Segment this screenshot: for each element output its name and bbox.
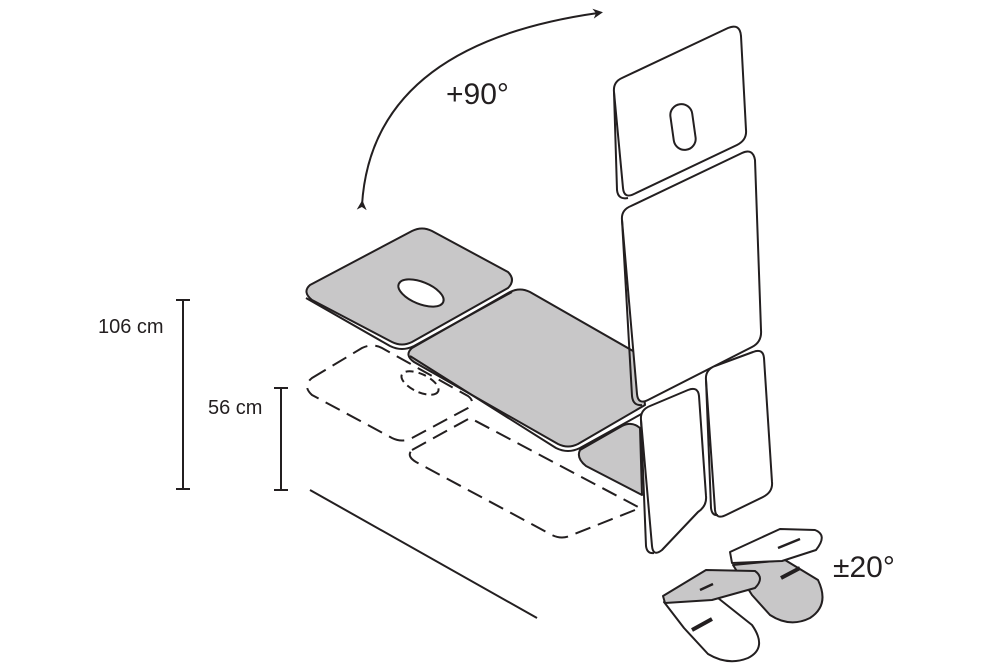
- lowered-face-hole-outline: [400, 370, 440, 396]
- lowered-head-section-outline: [306, 344, 473, 442]
- lowered-body-section-outline: [408, 417, 641, 539]
- upright-back-section: [620, 150, 763, 403]
- right-leg-section: [704, 349, 774, 518]
- left-foot-plate: [662, 569, 761, 604]
- max-height-label: 106 cm: [98, 316, 164, 338]
- body-section: [407, 288, 646, 448]
- back-rotation-label: +90°: [446, 78, 509, 111]
- left-foot-plate-base: [663, 597, 760, 663]
- foot-rotation-label: ±20°: [833, 551, 895, 584]
- seat-tilted-section: [577, 422, 643, 496]
- rotation-arrow: [356, 8, 603, 211]
- upright-face-hole: [669, 103, 697, 151]
- left-leg-section: [639, 387, 708, 554]
- min-height-label: 56 cm: [208, 397, 263, 419]
- face-hole: [397, 278, 445, 308]
- floor-line: [309, 489, 538, 619]
- right-foot-plate: [729, 528, 823, 564]
